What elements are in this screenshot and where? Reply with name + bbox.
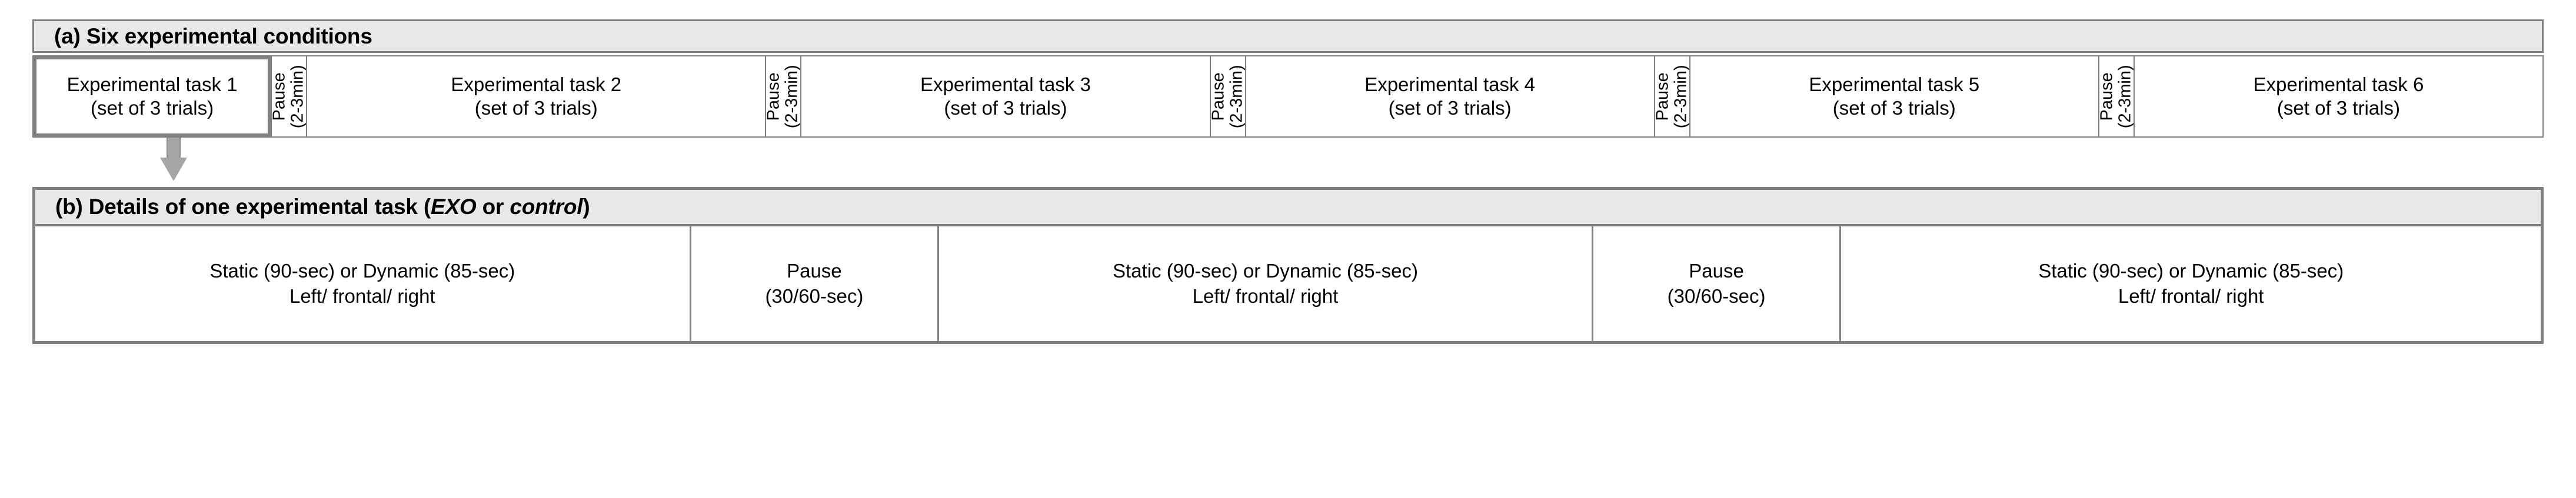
task-line-1: (set of 3 trials): [1832, 97, 1956, 119]
task-line-0: Experimental task 4: [1364, 73, 1535, 95]
experimental-task-block-10: Experimental task 6(set of 3 trials): [2133, 55, 2544, 138]
task-line-1: (set of 3 trials): [2277, 97, 2400, 119]
pause-block-b-1: Pause (30/60-sec): [689, 226, 938, 341]
b-line-1: Left/ frontal/ right: [1192, 285, 1339, 307]
panel-b-header-label: (b) Details of one experimental task (EX…: [55, 195, 590, 219]
pause-line-1: (2-3min): [1227, 65, 1246, 128]
experimental-task-block-2: Experimental task 2(set of 3 trials): [306, 55, 767, 138]
pause-label-rotated: Pause(2-3min): [765, 65, 802, 128]
panel-b-sequence-row: Static (90-sec) or Dynamic (85-sec) Left/…: [35, 226, 2541, 341]
panel-a-header-label: (a) Six experimental conditions: [54, 24, 372, 48]
b-line-1: Left/ frontal/ right: [2118, 285, 2264, 307]
panel-a-header: (a) Six experimental conditions: [32, 19, 2544, 53]
pause-line-1: (2-3min): [2115, 65, 2135, 128]
task-line-0: Experimental task 5: [1809, 73, 1980, 95]
pause-block-a-5: Pause(2-3min): [1209, 55, 1246, 138]
b-line-0: Static (90-sec) or Dynamic (85-sec): [209, 259, 515, 282]
task-line-0: Experimental task 2: [451, 73, 622, 95]
trial-block-b-4: Static (90-sec) or Dynamic (85-sec) Left/…: [1839, 226, 2541, 341]
task-line-1: (set of 3 trials): [1388, 97, 1512, 119]
pause-line-0: Pause: [271, 72, 289, 121]
pause-label-rotated: Pause(2-3min): [1209, 65, 1246, 128]
pause-line-1: (2-3min): [288, 65, 308, 128]
panel-b-header-prefix: (b) Details of one experimental task (: [55, 195, 431, 219]
task-line-0: Experimental task 3: [920, 73, 1091, 95]
panel-b-header-italic-exo: EXO: [431, 195, 477, 219]
experimental-task-block-8: Experimental task 5(set of 3 trials): [1689, 55, 2099, 138]
task-line-1: (set of 3 trials): [91, 97, 214, 119]
b-line-0: Pause: [787, 259, 842, 282]
b-line-1: Left/ frontal/ right: [289, 285, 435, 307]
arrow-head: [160, 158, 187, 181]
task-line-0: Experimental task 6: [2253, 73, 2424, 95]
panel-b-details-of-one-experimental-task: (b) Details of one experimental task (EX…: [32, 187, 2544, 344]
pause-block-a-9: Pause(2-3min): [2098, 55, 2135, 138]
pause-block-a-3: Pause(2-3min): [765, 55, 802, 138]
b-line-0: Pause: [1689, 259, 1744, 282]
panel-b-header-italic-control: control: [510, 195, 583, 219]
experimental-task-block-6: Experimental task 4(set of 3 trials): [1244, 55, 1655, 138]
panel-b-header-middle: or: [476, 195, 510, 219]
pause-line-1: (2-3min): [1671, 65, 1690, 128]
pause-label-rotated: Pause(2-3min): [271, 65, 308, 128]
pause-line-0: Pause: [2098, 72, 2116, 121]
pause-line-0: Pause: [1209, 72, 1228, 121]
panel-b-header: (b) Details of one experimental task (EX…: [35, 190, 2541, 226]
pause-label-rotated: Pause(2-3min): [1653, 65, 1690, 128]
pause-line-0: Pause: [1653, 72, 1672, 121]
b-line-0: Static (90-sec) or Dynamic (85-sec): [1113, 259, 1418, 282]
task-line-0: Experimental task 1: [66, 73, 238, 95]
trial-block-b-2: Static (90-sec) or Dynamic (85-sec) Left/…: [937, 226, 1592, 341]
pause-block-a-1: Pause(2-3min): [271, 55, 308, 138]
b-line-1: (30/60-sec): [765, 285, 864, 307]
trial-block-b-0: Static (90-sec) or Dynamic (85-sec) Left/…: [35, 226, 690, 341]
task-line-1: (set of 3 trials): [474, 97, 598, 119]
experimental-task-block-4: Experimental task 3(set of 3 trials): [800, 55, 1211, 138]
pause-line-1: (2-3min): [783, 65, 802, 128]
panel-b-header-suffix: ): [583, 195, 590, 219]
panel-a-six-experimental-conditions: (a) Six experimental conditions Experime…: [32, 19, 2544, 138]
b-line-0: Static (90-sec) or Dynamic (85-sec): [2038, 259, 2344, 282]
pause-label-rotated: Pause(2-3min): [2098, 65, 2135, 128]
panel-a-sequence-row: Experimental task 1(set of 3 trials)Paus…: [32, 55, 2544, 138]
pause-line-0: Pause: [765, 72, 784, 121]
pause-block-a-7: Pause(2-3min): [1653, 55, 1690, 138]
experimental-task-block-0: Experimental task 1(set of 3 trials): [32, 55, 272, 138]
b-line-1: (30/60-sec): [1667, 285, 1766, 307]
task-line-1: (set of 3 trials): [944, 97, 1067, 119]
pause-block-b-3: Pause (30/60-sec): [1591, 226, 1840, 341]
